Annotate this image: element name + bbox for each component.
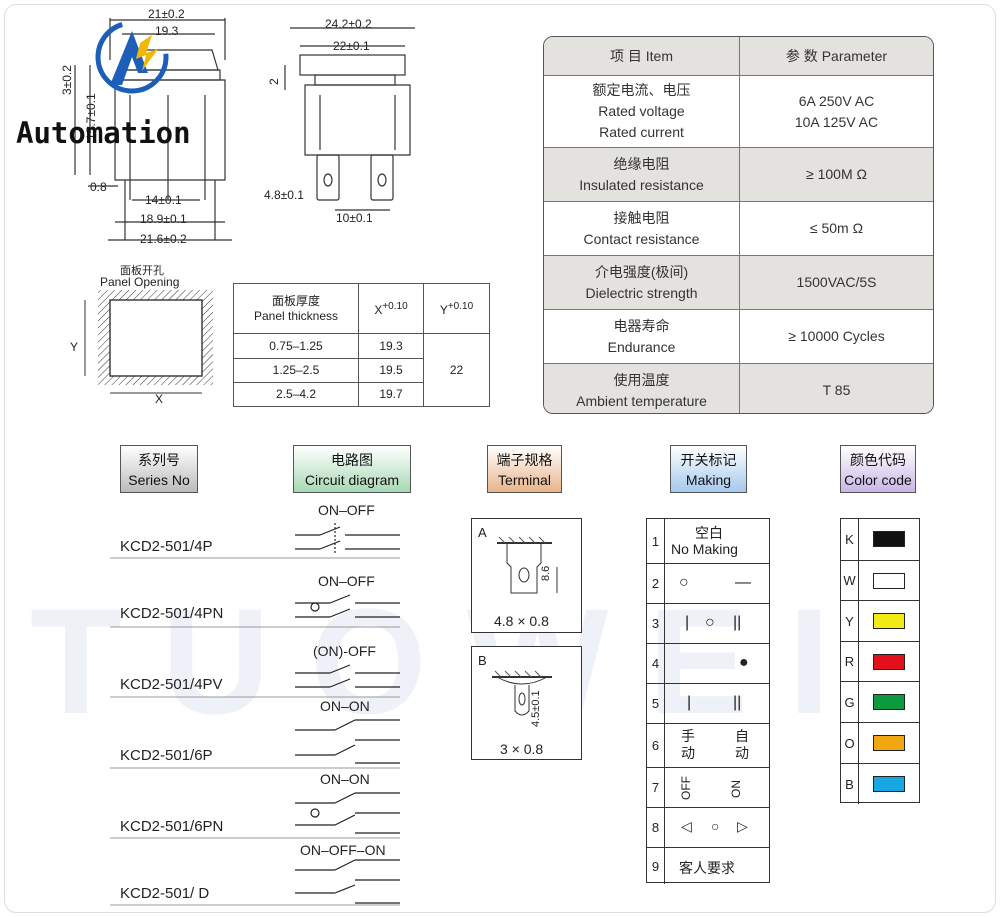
param-head: 项 目 Item 参 数 Parameter <box>544 37 933 75</box>
param-row: 介电强度(极间)Dielectric strength 1500VAC/5S <box>544 255 933 309</box>
panel-row-y: 22 <box>423 333 490 407</box>
making-row: 9 客人要求 <box>647 847 769 884</box>
dim-span-out: 21.6±0.2 <box>140 232 187 246</box>
circuit-mode: ON–OFF <box>318 502 375 518</box>
terminal-b: B 4.5±0.1 3 × 0.8 <box>471 646 582 760</box>
series-name: KCD2-501/4PV <box>120 676 223 693</box>
terminal-b-dim: 4.5±0.1 <box>530 690 542 727</box>
color-row: W <box>841 560 919 600</box>
making-row: 3 | ○ || <box>647 603 769 643</box>
making-table: 1 空白 No Making 2 ○ — 3 | ○ || 4 ● 5 | ||… <box>646 518 770 884</box>
series-name: KCD2-501/4P <box>120 538 213 555</box>
watermark: TUOWEI <box>30 577 870 745</box>
terminal-a: A 8.6 4.8 × 0.8 <box>471 518 582 633</box>
color-row: G <box>841 681 919 722</box>
terminal-b-label: B <box>478 653 487 668</box>
swatch-green <box>873 694 905 710</box>
terminal-a-size: 4.8 × 0.8 <box>494 613 549 629</box>
logo: Automation <box>10 8 260 158</box>
terminal-a-drawing <box>497 536 558 594</box>
making-row: 1 空白 No Making <box>647 519 769 563</box>
making-row: 7 OFF ON <box>647 767 769 807</box>
color-row: Y <box>841 600 919 641</box>
circuit-mode: ON–ON <box>320 698 370 714</box>
panel-thickness-table: 面板厚度 Panel thickness X+0.10 Y+0.10 0.75–… <box>233 282 490 408</box>
col-y-head: Y+0.10 <box>423 282 490 335</box>
circuit-mode: (ON)-OFF <box>313 643 376 659</box>
panel-opening-drawing <box>84 290 213 394</box>
making-row: 4 ● <box>647 643 769 683</box>
col-x-head: X+0.10 <box>358 282 424 335</box>
color-code-table: K W Y R G O B <box>840 518 920 804</box>
dim-side-span: 10±0.1 <box>336 211 373 225</box>
panel-row-x: 19.7 <box>358 381 424 408</box>
color-row: O <box>841 722 919 763</box>
swatch-orange <box>873 735 905 751</box>
making-row: 6 手 动 自 动 <box>647 723 769 767</box>
series-name: KCD2-501/4PN <box>120 605 224 622</box>
panel-opening-title-en: Panel Opening <box>100 275 180 289</box>
param-head-item: 项 目 Item <box>544 37 740 75</box>
swatch-red <box>873 654 905 670</box>
circuit-mode: ON–OFF <box>318 573 375 589</box>
color-row: R <box>841 641 919 681</box>
terminal-a-dim: 8.6 <box>540 565 552 581</box>
making-row: 2 ○ — <box>647 563 769 603</box>
swatch-yellow <box>873 613 905 629</box>
series-name: KCD2-501/6P <box>120 747 213 764</box>
panel-opening-x: X <box>155 392 164 406</box>
dim-top-width: 21±0.2 <box>148 7 185 21</box>
side-view-drawing <box>284 27 415 211</box>
series-name: KCD2-501/6PN <box>120 818 224 835</box>
terminal-a-label: A <box>478 525 487 540</box>
circuit-diagrams <box>295 523 400 904</box>
logo-mark-icon <box>95 20 169 94</box>
panel-row-x: 19.3 <box>358 333 424 359</box>
color-row: K <box>841 519 919 560</box>
circuit-mode: ON–ON <box>320 771 370 787</box>
panel-opening-title-zh: 面板开孔 <box>120 265 164 277</box>
logo-text: Automation <box>16 116 191 150</box>
color-row: B <box>841 763 919 804</box>
panel-opening-y: Y <box>70 340 79 354</box>
dim-pin-thk: 0.8 <box>90 180 107 194</box>
swatch-white <box>873 573 905 589</box>
panel-row-range: 2.5–4.2 <box>233 381 359 408</box>
making-row: 5 | || <box>647 683 769 723</box>
dim-side-pin: 4.8±0.1 <box>264 188 304 202</box>
series-name: KCD2-501/ D <box>120 885 210 902</box>
panel-row-range: 0.75–1.25 <box>233 333 359 359</box>
panel-row-range: 1.25–2.5 <box>233 357 359 383</box>
param-head-param: 参 数 Parameter <box>785 47 888 64</box>
series-underlines <box>110 557 400 906</box>
panel-thickness-head: 面板厚度 Panel thickness <box>233 282 359 335</box>
terminal-b-drawing <box>492 670 552 716</box>
page-frame <box>4 4 996 913</box>
circuit-mode: ON–OFF–ON <box>300 842 386 858</box>
making-row: 8 ◁ ○ ▷ <box>647 807 769 847</box>
swatch-blue <box>873 776 905 792</box>
terminal-b-size: 3 × 0.8 <box>500 741 544 757</box>
swatch-black <box>873 531 905 547</box>
